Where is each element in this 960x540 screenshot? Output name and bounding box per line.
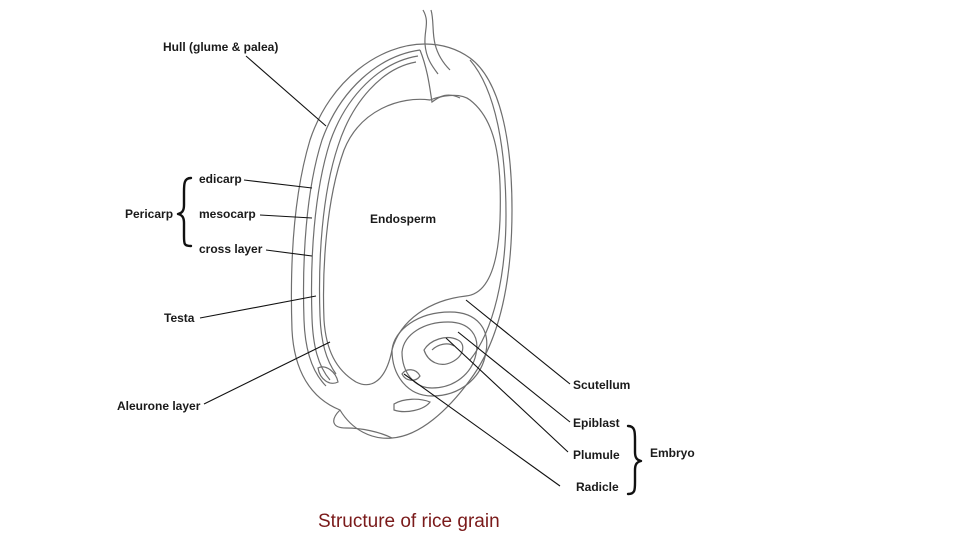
label-plumule: Plumule	[573, 448, 620, 462]
label-testa: Testa	[164, 311, 195, 325]
hull-right-edge	[469, 59, 507, 361]
edicarp-leader	[243, 179, 313, 189]
hull-leader	[245, 55, 327, 127]
hull-outline	[290, 43, 513, 439]
label-mesocarp: mesocarp	[199, 207, 256, 221]
epiblast-leader	[457, 331, 571, 423]
label-aleurone: Aleurone layer	[117, 399, 201, 413]
scutellum-outline	[401, 321, 478, 389]
awn-inner	[430, 9, 451, 71]
radicle-shape	[401, 369, 421, 381]
label-radicle: Radicle	[576, 480, 619, 494]
pericarp-layer-2	[310, 55, 419, 381]
plumule-shape	[423, 337, 464, 365]
embryo-brace	[626, 424, 643, 496]
mesocarp-leader	[259, 214, 313, 219]
pericarp-brace	[176, 176, 193, 248]
label-endosperm: Endosperm	[370, 212, 436, 226]
endosperm-outline	[322, 94, 501, 386]
label-cross-layer: cross layer	[199, 242, 263, 256]
grain-illustration	[290, 9, 513, 439]
label-scutellum: Scutellum	[573, 378, 630, 392]
left-leader-lines	[199, 55, 331, 405]
pericarp-layer-3	[318, 61, 417, 375]
label-pericarp: Pericarp	[125, 207, 173, 221]
hull-base-slot	[393, 398, 431, 413]
plumule-leader	[445, 337, 569, 453]
caption: Structure of rice grain	[318, 511, 500, 532]
aleurone-leader	[203, 341, 331, 405]
pericarp-layer-1	[302, 49, 421, 387]
hull-base	[333, 409, 393, 439]
right-leader-lines	[403, 299, 571, 487]
hull-base-left-slot	[317, 366, 339, 384]
cross-layer-leader	[265, 249, 313, 257]
radicle-leader	[403, 373, 561, 487]
embryo-outline	[391, 311, 488, 397]
label-embryo: Embryo	[650, 446, 695, 460]
scutellum-leader	[465, 299, 571, 385]
testa-leader	[199, 295, 317, 319]
plumule-inner	[431, 343, 455, 351]
label-edicarp: edicarp	[199, 172, 242, 186]
label-hull: Hull (glume & palea)	[163, 40, 278, 54]
label-epiblast: Epiblast	[573, 416, 620, 430]
hull-notch	[419, 49, 461, 104]
